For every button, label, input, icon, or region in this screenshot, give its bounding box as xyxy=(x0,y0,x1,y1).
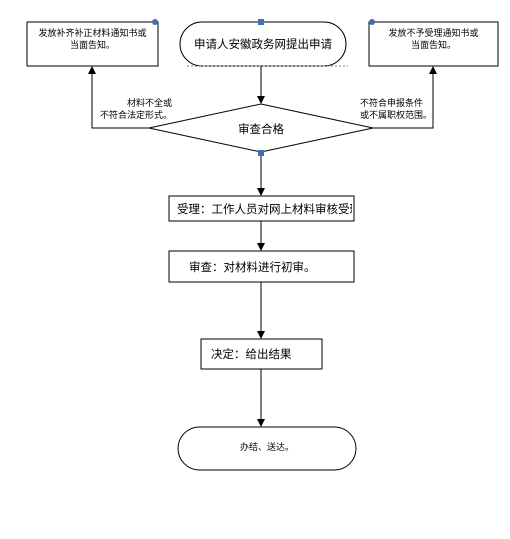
left-condition-line1: 材料不全或 xyxy=(126,99,172,109)
end-terminator xyxy=(177,426,357,471)
right-notice-handle xyxy=(369,19,375,25)
left-notice-line2: 当面告知。 xyxy=(69,41,115,51)
start-handle xyxy=(258,19,264,25)
right-notice-line1: 发放不予受理通知书或 xyxy=(388,29,479,39)
left-notice-line1: 发放补齐补正材料通知书或 xyxy=(38,29,147,39)
left-notice-box xyxy=(26,21,159,67)
review-label: 审查：对材料进行初审。 xyxy=(189,260,316,274)
right-condition-line2: 或不属职权范围。 xyxy=(360,111,433,121)
review-box xyxy=(168,250,355,283)
left-condition-line2: 不符合法定形式。 xyxy=(99,111,172,121)
right-condition-text: 不符合申报条件 或不属职权范围。 xyxy=(360,98,440,122)
right-notice-text: 发放不予受理通知书或 当面告知。 xyxy=(369,28,498,52)
right-condition-line1: 不符合申报条件 xyxy=(360,99,424,109)
start-label: 申请人安徽政务网提出申请 xyxy=(194,37,332,51)
arrow-decision-to-right-box xyxy=(373,66,437,129)
decision-label: 审查合格 xyxy=(238,122,284,136)
decision-handle xyxy=(258,150,264,156)
left-condition-text: 材料不全或 不符合法定形式。 xyxy=(92,98,172,122)
decide-box xyxy=(200,338,323,370)
left-notice-handle xyxy=(152,19,158,25)
left-notice-text: 发放补齐补正材料通知书或 当面告知。 xyxy=(27,28,158,52)
right-notice-line2: 当面告知。 xyxy=(410,41,456,51)
end-label: 办结、送达。 xyxy=(239,443,294,453)
decide-label: 决定：给出结果 xyxy=(211,347,292,361)
arrow-decision-to-left-box xyxy=(88,66,149,129)
accept-label: 受理：工作人员对网上材料审核受理。 xyxy=(177,202,352,216)
